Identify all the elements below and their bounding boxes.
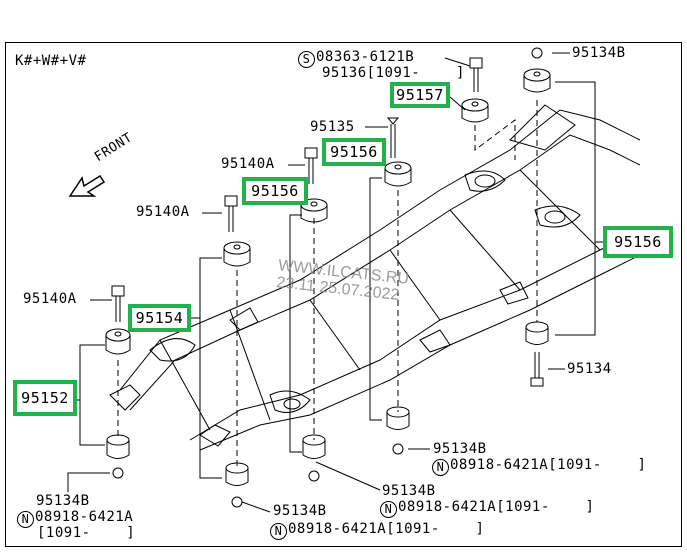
bushing-icon bbox=[225, 462, 249, 486]
standard-part-symbol: N bbox=[270, 523, 287, 540]
callout-95152[interactable]: 95152 bbox=[13, 380, 77, 416]
bushings bbox=[105, 68, 551, 486]
callout-95156-right[interactable]: 95156 bbox=[603, 226, 673, 258]
bolt-icon bbox=[469, 57, 483, 92]
callout-nut-left-range: [1091- ] bbox=[37, 525, 136, 541]
callout-95134b-center[interactable]: 95134B bbox=[273, 503, 327, 519]
bushing-icon bbox=[386, 406, 410, 430]
callout-95134[interactable]: 95134 bbox=[567, 361, 612, 377]
bushing-icon bbox=[106, 434, 130, 459]
bushing-icon bbox=[523, 68, 551, 93]
condition-code: K#+W#+V# bbox=[15, 53, 87, 69]
bolts bbox=[111, 57, 544, 387]
callout-95134b-right[interactable]: 95134B bbox=[433, 441, 487, 457]
callout-95140a-3[interactable]: 95140A bbox=[23, 291, 77, 307]
callout-95156-b[interactable]: 95156 bbox=[242, 177, 308, 205]
callout-95134b-left[interactable]: 95134B bbox=[36, 493, 90, 509]
callout-95156-a[interactable]: 95156 bbox=[322, 138, 386, 166]
callout-95154[interactable]: 95154 bbox=[128, 304, 191, 332]
bolt-icon bbox=[304, 147, 318, 184]
nut-icon bbox=[231, 496, 243, 508]
bushing-icon bbox=[461, 98, 489, 123]
bushing-icon bbox=[105, 328, 131, 355]
callout-95157[interactable]: 95157 bbox=[390, 82, 450, 108]
callout-95134b-mid[interactable]: 95134B bbox=[382, 483, 436, 499]
callout-95140a-2[interactable]: 95140A bbox=[136, 204, 190, 220]
diagram-frame bbox=[5, 42, 682, 547]
bushing-icon bbox=[300, 198, 328, 223]
mount-axis-lines bbox=[117, 100, 538, 468]
callout-95134b-top[interactable]: 95134B bbox=[572, 45, 626, 61]
bolt-icon bbox=[224, 195, 238, 232]
nuts bbox=[112, 47, 543, 508]
standard-part-symbol: N bbox=[17, 511, 34, 528]
callout-95140a-1[interactable]: 95140A bbox=[221, 156, 275, 172]
callout-95136[interactable]: 95136[1091- ] bbox=[322, 65, 465, 81]
standard-part-symbol: S bbox=[298, 51, 315, 68]
nut-icon bbox=[112, 467, 124, 479]
bushing-icon bbox=[302, 434, 326, 459]
front-arrow-icon bbox=[68, 174, 106, 197]
standard-part-symbol: N bbox=[380, 501, 397, 518]
chassis-frame bbox=[109, 104, 641, 451]
nut-icon bbox=[308, 470, 320, 482]
bushing-icon bbox=[384, 161, 412, 187]
leader-lines bbox=[67, 52, 603, 513]
bolt-icon bbox=[111, 285, 125, 322]
bolt-icon bbox=[530, 352, 544, 387]
bushing-icon bbox=[223, 241, 251, 267]
nut-icon bbox=[392, 443, 404, 455]
nut-icon bbox=[531, 47, 543, 59]
callout-95135[interactable]: 95135 bbox=[310, 119, 355, 135]
bolt-icon bbox=[386, 117, 400, 158]
standard-part-symbol: N bbox=[432, 459, 449, 476]
bushing-icon bbox=[525, 321, 549, 345]
